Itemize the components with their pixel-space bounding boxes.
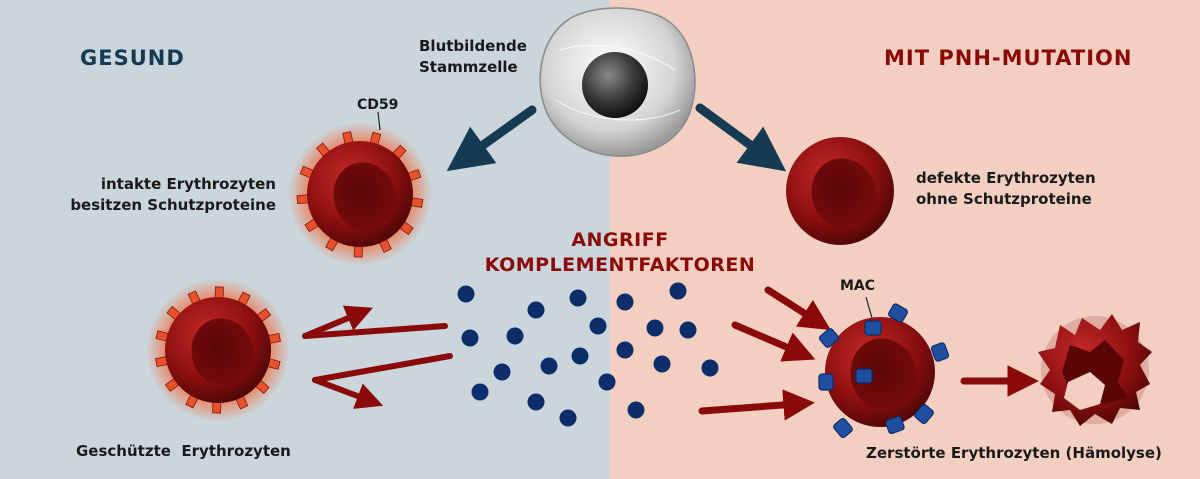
stem-cell-label-line1: Blutbildende [419,37,527,55]
intact-erythrocyte [288,111,432,266]
protected-erythrocyte [146,278,290,422]
complement-factor-dot [527,393,545,411]
complement-factor-dot [627,401,645,419]
arrow-to-defective [695,103,787,172]
mac-complex [833,417,853,439]
complement-factors [457,282,719,427]
attack-line1: ANGRIFF [571,229,669,251]
mac-complex [930,342,950,362]
complement-factor-dot [540,357,558,375]
mac-pointer [865,296,873,319]
defect-label-line2: ohne Schutzproteine [916,190,1092,208]
complement-factor-dot [646,319,664,337]
arrow-to-intact [446,105,537,172]
intact-erythrocytes-label: intakte Erythrozyten besitzen Schutzprot… [70,174,276,216]
deflect-arrow-stem-lower [312,353,453,383]
destroyed-erythrocyte [1038,314,1152,426]
mac-complex [818,328,840,348]
healthy-heading: GESUND [80,46,185,70]
complement-factor-dot [506,327,524,345]
complement-factor-dot [701,359,719,377]
complement-factor-dot [589,317,607,335]
stem-cell-nucleus [582,52,648,118]
deflect-arrow-stem-upper [302,323,448,339]
complement-factor-dot [461,329,479,347]
pnh-heading: MIT PNH-MUTATION [884,46,1133,70]
complement-factor-dot [598,373,616,391]
complement-factor-dot [571,347,589,365]
complement-factor-dot [616,341,634,359]
complement-factor-dot [569,289,587,307]
complement-factor-dot [457,285,475,303]
complement-factor-dot [679,321,697,339]
deflect-arrow-head-lower [312,377,384,409]
deflect-arrow-head-upper [302,305,373,339]
stem-cell-label: Blutbildende Stammzelle [419,36,527,78]
mac-complexes [818,303,950,439]
mac-complex [888,303,908,323]
attack-heading: ANGRIFF KOMPLEMENTFAKTOREN [440,228,800,278]
mac-label: MAC [840,278,876,294]
intact-label-line1: intakte Erythrozyten [100,175,276,193]
complement-factor-dot [527,301,545,319]
mac-complex [855,368,873,384]
defect-label-line1: defekte Erythrozyten [916,169,1096,187]
complement-factor-dot [653,355,671,373]
mac-complex [885,415,905,435]
defective-erythrocytes-label: defekte Erythrozyten ohne Schutzproteine [916,168,1096,210]
destroyed-erythrocytes-label: Zerstörte Erythrozyten (Hämolyse) [866,444,1162,462]
protected-erythrocytes-label: Geschützte Erythrozyten [76,442,291,460]
complement-factor-dot [471,383,489,401]
stem-cell-label-line2: Stammzelle [419,58,518,76]
stem-cell [539,7,696,157]
attack-arrow-2 [731,321,816,362]
mac-complex [864,320,882,336]
attack-line2: KOMPLEMENTFAKTOREN [484,254,756,276]
complement-factor-dot [616,293,634,311]
cd59-label: CD59 [357,97,399,113]
intact-label-line2: besitzen Schutzproteine [70,196,276,214]
attack-arrow-3 [698,389,815,421]
mac-complex [818,373,834,391]
mac-complex [914,403,934,425]
cd59-pointer [377,111,381,131]
complement-factor-dot [493,363,511,381]
complement-factor-dot [669,282,687,300]
defective-erythrocyte [786,137,894,245]
attacked-erythrocyte [818,296,950,439]
complement-factor-dot [559,409,577,427]
attack-arrow-1 [764,286,831,331]
